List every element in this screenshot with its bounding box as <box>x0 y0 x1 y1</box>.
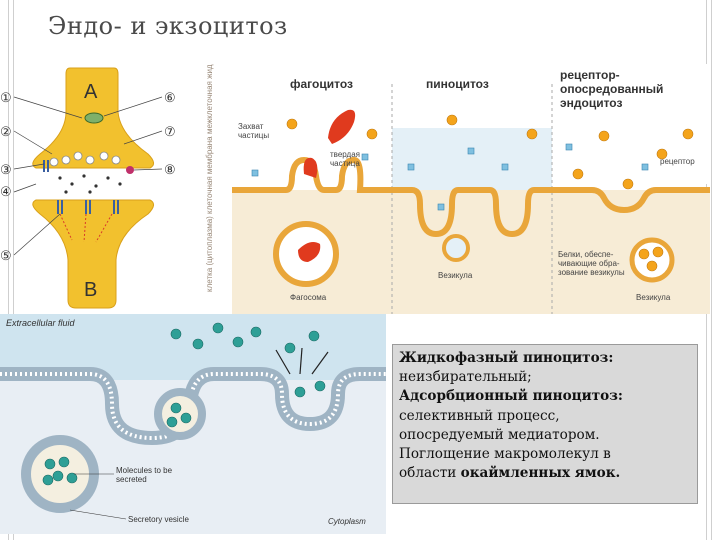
description-box: Жидкофазный пиноцитоз: неизбирательный; … <box>392 344 698 504</box>
svg-text:⑧: ⑧ <box>164 162 176 177</box>
enzyme <box>126 166 134 174</box>
tb-line-2: неизбирательный; <box>399 368 691 387</box>
tb-line-5: опосредуемый медиатором. <box>399 426 691 445</box>
label-secretory: Secretory vesicle <box>128 515 189 524</box>
tb-line-7: области окаймленных ямок. <box>399 464 691 483</box>
exocytosis-diagram: Extracellular fluid Molecules to be secr… <box>0 314 386 534</box>
svg-text:клеточная мембрана: клеточная мембрана <box>205 136 214 214</box>
tb-line-3: Адсорбционный пиноцитоз: <box>399 387 691 406</box>
callouts-left: ① ② ③ ④ ⑤ <box>0 90 12 263</box>
label-cytoplasm: Cytoplasm <box>328 517 366 526</box>
svg-text:межклеточная жидкость: межклеточная жидкость <box>205 64 214 134</box>
label-capture: Захват частицы <box>238 122 290 152</box>
tb-line-1: Жидкофазный пиноцитоз: <box>399 349 691 368</box>
label-molecules: Molecules to be secreted <box>116 466 196 494</box>
receptor-vesicle <box>632 240 672 280</box>
fusing-vesicle <box>158 392 202 436</box>
neurotransmitters <box>58 174 121 193</box>
side-labels: межклеточная жидкость клеточная мембрана… <box>205 64 214 292</box>
svg-text:клетка (цитоплазма): клетка (цитоплазма) <box>205 216 214 292</box>
label-phagosome: Фагосома <box>290 293 327 302</box>
label-extracellular: Extracellular fluid <box>6 318 96 346</box>
svg-text:①: ① <box>0 90 12 105</box>
callouts-right: ⑥ ⑦ ⑧ <box>164 90 176 177</box>
svg-text:⑤: ⑤ <box>0 248 12 263</box>
label-vesicle-1: Везикула <box>438 271 473 280</box>
label-a: A <box>84 81 98 103</box>
tb-line-6: Поглощение макромолекул в <box>399 445 691 464</box>
header-pinocytosis: пиноцитоз <box>426 77 489 91</box>
header-receptor: рецептор-опосредованный эндоцитоз <box>560 68 710 128</box>
pino-vesicle <box>444 236 468 260</box>
label-vesicle-2: Везикула <box>636 293 671 302</box>
svg-text:⑥: ⑥ <box>164 90 176 105</box>
label-proteins: Белки, обеспе-чивающие обра-зование вези… <box>558 250 630 294</box>
label-solid: твердая частица <box>330 150 384 174</box>
svg-text:③: ③ <box>0 162 12 177</box>
svg-text:④: ④ <box>0 184 12 199</box>
label-b: B <box>84 279 97 301</box>
mitochondrion <box>85 113 103 123</box>
svg-text:⑦: ⑦ <box>164 124 176 139</box>
header-phagocytosis: фагоцитоз <box>290 77 353 91</box>
svg-text:②: ② <box>0 124 12 139</box>
synapse-diagram: A B ① ② ③ ④ ⑤ ⑥ ⑦ ⑧ <box>0 64 232 314</box>
label-receptor: рецептор <box>660 157 695 166</box>
tb-line-4: селективный процесс, <box>399 407 691 426</box>
slide-title: Эндо- и экзоцитоз <box>48 12 288 40</box>
endocytosis-diagram: фагоцитоз пиноцитоз рецептор-опосредован… <box>232 64 710 314</box>
